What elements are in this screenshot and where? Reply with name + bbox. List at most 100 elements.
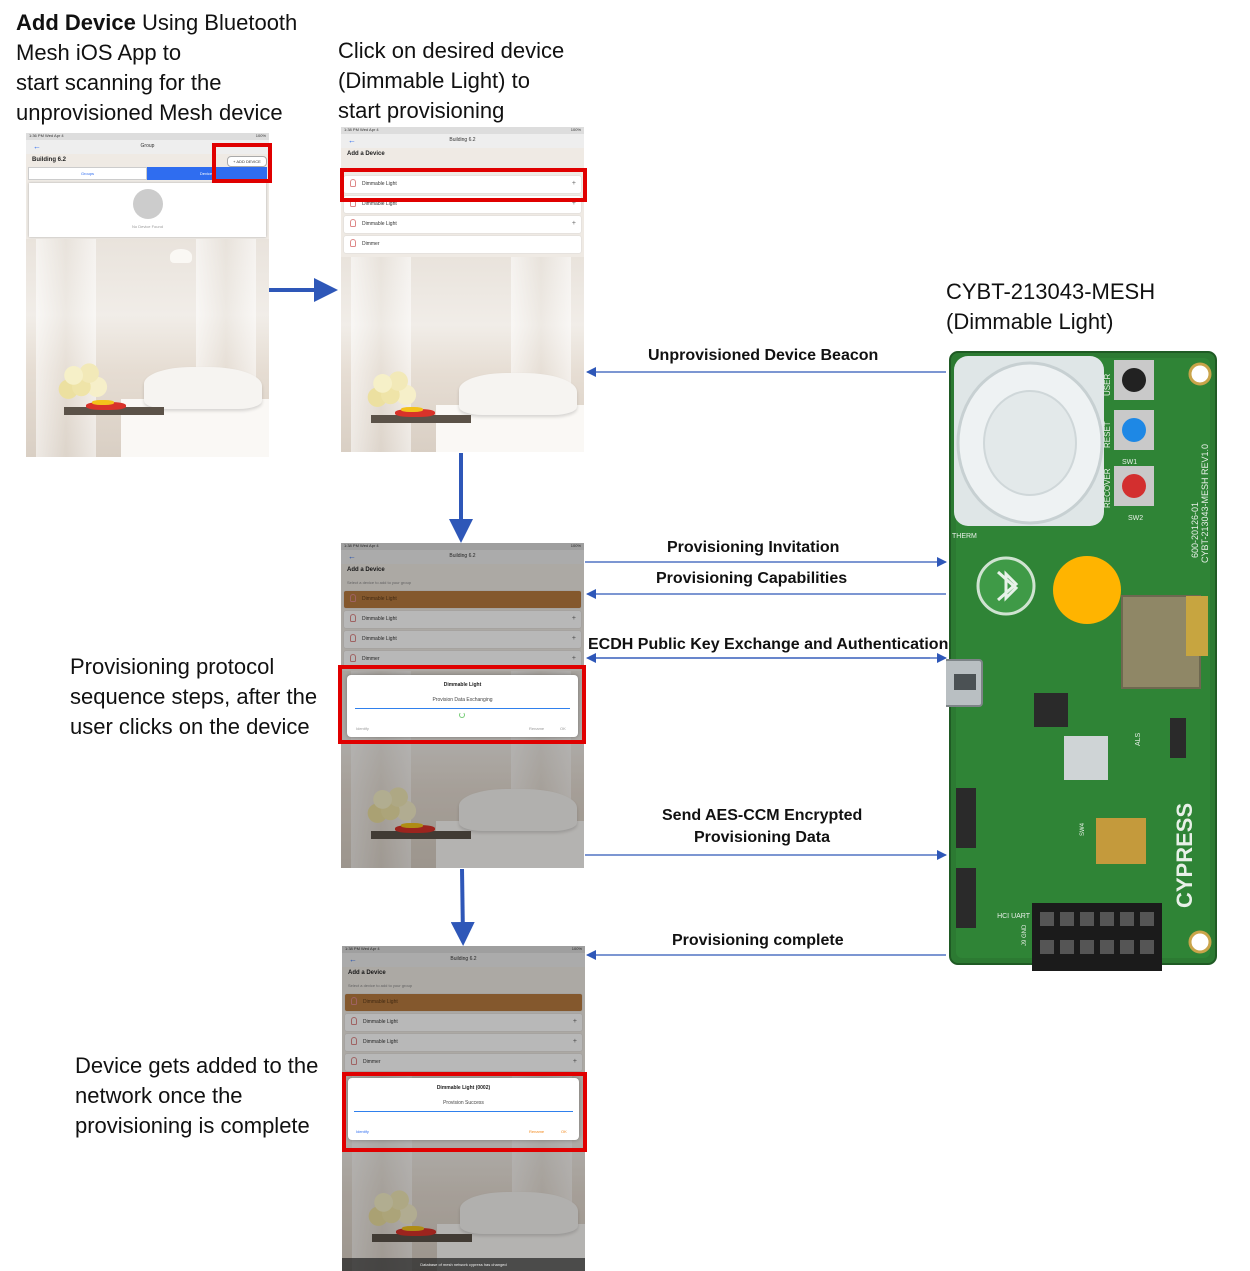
identify-button[interactable]: Identify <box>356 1129 369 1134</box>
status-battery: 100% <box>570 543 581 548</box>
ok-button[interactable]: OK <box>560 726 566 731</box>
user-button[interactable] <box>1122 368 1146 392</box>
device-row[interactable]: Dimmable Light + <box>344 216 581 233</box>
highlight-add-device <box>212 143 272 183</box>
add-device-button[interactable]: + ADD DEVICE <box>227 156 267 167</box>
device-row[interactable]: Dimmer+ <box>345 1054 582 1071</box>
bulb-icon <box>351 1057 357 1065</box>
back-arrow-icon[interactable]: ← <box>348 136 356 145</box>
back-arrow-icon[interactable]: ← <box>33 142 41 151</box>
tab-devices[interactable]: Devices <box>147 167 267 180</box>
device-name: Dimmer <box>362 656 380 662</box>
pir-sensor-lens <box>983 390 1077 496</box>
brand-logo: CYPRESS <box>1172 803 1197 908</box>
device-row[interactable]: Dimmable Light+ <box>344 176 581 193</box>
bedroom-photo <box>26 239 269 457</box>
dialog-message: Provision Success <box>443 1100 484 1106</box>
status-battery: 100% <box>255 133 266 138</box>
status-time: 1:36 PM Wed Apr 4 <box>29 133 64 138</box>
yellow-object <box>402 1226 424 1231</box>
empty-text: No Device Found <box>132 224 163 229</box>
step4-caption-line: network once the <box>75 1083 243 1108</box>
silk-hci-uart: HCI UART <box>997 913 1031 920</box>
arrow-screen3-to-screen4 <box>450 868 475 946</box>
step3-caption-line: Provisioning protocol <box>70 654 275 679</box>
back-arrow-icon[interactable]: ← <box>349 955 357 964</box>
add-device-hint: Select a device to add to your group <box>348 983 413 988</box>
led-indicator <box>1053 556 1121 624</box>
nav-title: Group <box>140 143 155 149</box>
device-row-selected[interactable]: Dimmable Light <box>344 591 581 608</box>
building-title: Building 6.2 <box>32 157 67 163</box>
bulb-icon <box>351 1037 357 1045</box>
tab-devices-label: Devices <box>199 171 215 176</box>
add-icon[interactable]: + <box>571 655 576 662</box>
device-name: Dimmable Light <box>362 221 397 227</box>
nav-bar <box>26 140 269 154</box>
device-name: Dimmable Light <box>363 1039 398 1045</box>
add-icon[interactable]: + <box>572 1018 577 1025</box>
nightstand <box>371 415 471 423</box>
add-icon[interactable]: + <box>571 615 576 622</box>
success-dialog: Dimmable Light (0002) Provision Success … <box>348 1078 579 1140</box>
reset-button[interactable] <box>1122 418 1146 442</box>
msg-send-data: Send AES-CCM Encrypted Provisioning Data <box>662 805 862 849</box>
usb-port <box>954 674 976 690</box>
device-row[interactable]: Dimmable Light+ <box>344 631 581 648</box>
nav-title: Building 6.2 <box>450 956 477 962</box>
silk-recover: RECOVER <box>1103 468 1112 508</box>
silk-therm: THERM <box>952 533 977 540</box>
dip-switch <box>1096 818 1146 864</box>
silk-reset: RESET <box>1103 421 1112 448</box>
flowers <box>58 357 110 403</box>
silk-sw4: SW4 <box>1080 822 1086 836</box>
recover-button[interactable] <box>1122 474 1146 498</box>
tab-groups[interactable]: Groups <box>28 167 147 180</box>
step4-caption-line: Device gets added to the <box>75 1053 319 1078</box>
add-device-subtitle: Add a Device <box>347 567 385 573</box>
add-icon[interactable]: + <box>571 635 576 642</box>
add-icon[interactable]: + <box>571 200 576 207</box>
add-icon[interactable]: + <box>572 1058 577 1065</box>
ok-button[interactable]: OK <box>561 1129 567 1134</box>
device-name: Dimmable Light <box>362 596 397 602</box>
tab-groups-label: Groups <box>80 171 95 176</box>
nightstand <box>371 831 471 839</box>
status-time: 1:38 PM Wed Apr 4 <box>344 543 379 548</box>
identify-button[interactable]: Identify <box>356 726 369 731</box>
header-pins <box>1040 912 1154 954</box>
highlight-success-dialog <box>342 1072 587 1152</box>
mount-hole <box>1188 930 1212 954</box>
pillow <box>459 789 577 831</box>
device-row[interactable]: Dimmer + <box>344 651 581 668</box>
device-name: Dimmable Light <box>363 1019 398 1025</box>
pillow <box>144 367 262 409</box>
add-icon[interactable]: + <box>571 220 576 227</box>
add-device-hint: Select a device to add to your group <box>347 580 412 585</box>
rename-button[interactable]: Rename <box>529 1129 545 1134</box>
dialog-message: Provision Data Exchanging <box>432 697 493 703</box>
bulb-icon <box>350 594 356 602</box>
device-row[interactable]: Dimmer <box>344 236 581 253</box>
silk-j9-gnd: J9 GND <box>1022 924 1028 946</box>
bulb-icon <box>350 614 356 622</box>
device-row[interactable]: Dimmable Light+ <box>344 611 581 628</box>
device-row[interactable]: Dimmable Light + <box>345 1034 582 1051</box>
device-name: Dimmable Light <box>362 201 397 207</box>
bulb-icon <box>351 1017 357 1025</box>
red-object <box>395 825 435 833</box>
add-icon[interactable]: + <box>572 1038 577 1045</box>
nav-title: Building 6.2 <box>449 137 476 143</box>
nav-title: Building 6.2 <box>449 553 476 559</box>
device-row[interactable]: Dimmable Light + <box>345 1014 582 1031</box>
curtain <box>36 239 96 457</box>
device-row-selected[interactable]: Dimmable Light <box>345 994 582 1011</box>
bedroom-photo <box>341 257 584 452</box>
bulb-icon <box>350 239 356 247</box>
back-arrow-icon[interactable]: ← <box>348 552 356 561</box>
add-icon[interactable]: + <box>571 180 576 187</box>
yellow-object <box>401 823 423 828</box>
rename-button[interactable]: Rename <box>529 726 545 731</box>
status-battery: 100% <box>571 946 582 951</box>
yellow-object <box>92 400 114 405</box>
